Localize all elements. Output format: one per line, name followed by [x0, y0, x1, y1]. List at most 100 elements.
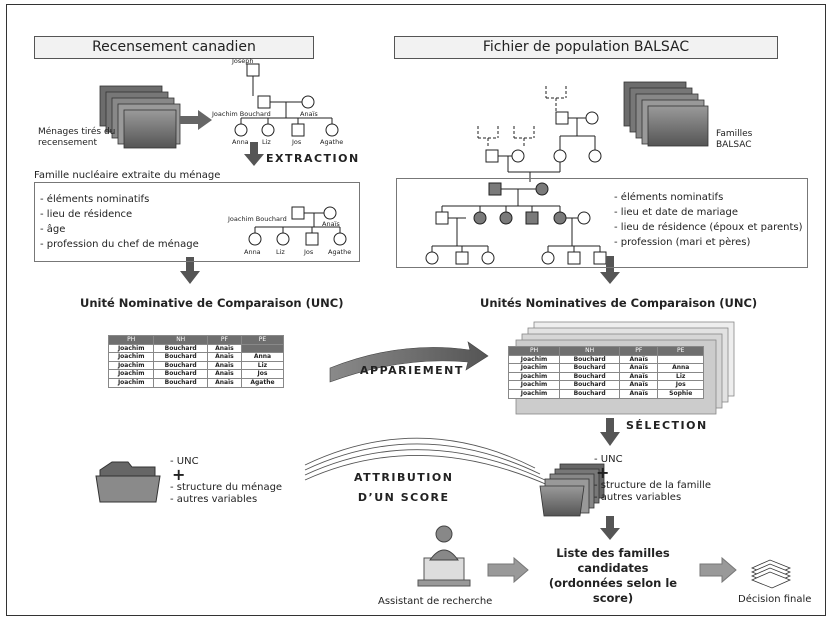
- candidates-arrow: [600, 516, 620, 540]
- balsac-folders: [623, 81, 709, 147]
- census-bottom-plus: +: [172, 465, 186, 484]
- table-row: Joachim Bouchard Anaïs Anna: [507, 363, 704, 373]
- table-row: Joachim Bouchard Anaïs Agathe: [107, 377, 285, 388]
- table-cell: Jos: [240, 369, 285, 379]
- balsac-header: Fichier de population BALSAC: [394, 36, 778, 59]
- table-row: Joachim Bouchard Anaïs Anna: [107, 352, 285, 362]
- census-bottom-others: - autres variables: [170, 494, 258, 505]
- census-household-folders: [99, 85, 181, 149]
- balsac-unc-col-pf: PF: [619, 346, 659, 356]
- selection-label: SÉLECTION: [626, 419, 708, 432]
- table-row: Joachim Bouchard Anaïs: [107, 343, 285, 354]
- table-cell: Anaïs: [619, 371, 659, 382]
- balsac-unc-arrow: [600, 256, 620, 284]
- score-arcs: [304, 437, 551, 487]
- tree-name-father: Joachim Bouchard: [212, 110, 271, 118]
- assistant-label: Assistant de recherche: [378, 596, 493, 607]
- box-tree-child-4: Agathe: [328, 248, 352, 256]
- balsac-bottom-plus: +: [596, 463, 610, 482]
- table-cell: Joachim: [107, 369, 155, 379]
- table-cell: Anna: [657, 363, 704, 373]
- census-unc-arrow: [180, 257, 200, 284]
- census-bottom-unc: - UNC: [170, 456, 199, 467]
- box-tree-mother: Anaïs: [322, 220, 340, 228]
- table-cell: Joachim: [507, 363, 561, 373]
- table-cell: Joachim: [107, 343, 155, 354]
- balsac-unc-col-ph: PH: [507, 346, 561, 356]
- balsac-item-1: - éléments nominatifs: [614, 192, 724, 203]
- table-cell: Liz: [657, 371, 704, 382]
- table-cell: Bouchard: [559, 371, 621, 382]
- census-family-box: [34, 182, 360, 262]
- table-cell: Jos: [657, 380, 704, 390]
- balsac-families-label: Familles BALSAC: [716, 129, 752, 151]
- balsac-unc-header-row: PH NH PF PE: [507, 346, 704, 356]
- table-cell: Anna: [240, 352, 285, 362]
- balsac-item-3: - lieu de résidence (époux et parents): [614, 222, 803, 233]
- balsac-unc-col-pe: PE: [657, 346, 704, 356]
- tree-name-child-4: Agathe: [320, 138, 344, 146]
- box-tree-child-3: Jos: [304, 248, 314, 256]
- box-tree-child-1: Anna: [244, 248, 261, 256]
- table-cell: Sophie: [657, 388, 704, 399]
- table-cell: Anaïs: [206, 360, 242, 371]
- table-row: Joachim Bouchard Anaïs: [507, 354, 704, 365]
- census-unc-title: Unité Nominative de Comparaison (UNC): [80, 296, 344, 310]
- candidates-line3: (ordonnées selon le score): [548, 576, 678, 605]
- selection-arrow: [600, 418, 620, 446]
- table-cell: Anaïs: [206, 369, 242, 379]
- tree-name-child-2: Liz: [262, 138, 271, 146]
- balsac-family-folders: [539, 463, 605, 517]
- table-cell: Joachim: [507, 380, 561, 390]
- assistant-icon: [417, 525, 471, 587]
- balsac-unc-col-nh: NH: [559, 346, 621, 356]
- census-box-tree: [248, 206, 347, 246]
- candidates-label: Liste des familles candidates (ordonnées…: [528, 546, 698, 606]
- table-cell: Joachim: [507, 388, 561, 399]
- table-cell: Anaïs: [619, 380, 659, 390]
- census-unc-col-ph: PH: [107, 335, 155, 345]
- decision-arrow: [699, 556, 737, 584]
- census-family-items: - éléments nominatifs - lieu de résidenc…: [40, 192, 199, 252]
- final-decision-label: Décision finale: [738, 594, 812, 605]
- balsac-families-line2: BALSAC: [716, 140, 752, 150]
- census-item-2: - lieu de résidence: [40, 209, 133, 220]
- balsac-unc-title: Unités Nominatives de Comparaison (UNC): [480, 296, 758, 310]
- family-box-title: Famille nucléaire extraite du ménage: [34, 170, 221, 181]
- table-row: Joachim Bouchard Anaïs Jos: [507, 380, 704, 390]
- census-header: Recensement canadien: [34, 36, 314, 59]
- census-unc-col-pf: PF: [206, 335, 242, 345]
- table-cell: Bouchard: [153, 377, 208, 388]
- table-cell: Bouchard: [559, 363, 621, 373]
- table-cell: Joachim: [507, 354, 561, 365]
- table-row: Joachim Bouchard Anaïs Jos: [107, 369, 285, 379]
- balsac-unc-table: PH NH PF PE Joachim Bouchard Anaïs Joach…: [507, 346, 704, 399]
- score-label-line1: ATTRIBUTION: [354, 471, 454, 484]
- census-bottom-structure: - structure du ménage: [170, 482, 283, 493]
- table-cell: Bouchard: [559, 380, 621, 390]
- table-cell: Bouchard: [153, 360, 208, 371]
- table-cell: Anaïs: [619, 388, 659, 399]
- households-label-line1: Ménages tirés du: [38, 127, 116, 137]
- tree-name-joseph: Joseph: [232, 57, 254, 65]
- score-label: ATTRIBUTION D’UN SCORE: [354, 468, 453, 508]
- balsac-box-tree: [425, 182, 607, 265]
- table-cell: Bouchard: [153, 343, 208, 354]
- table-cell: Bouchard: [153, 352, 208, 362]
- households-label: Ménages tirés du recensement: [38, 127, 118, 149]
- table-cell: Anaïs: [619, 363, 659, 373]
- balsac-upper-tree: [477, 86, 602, 182]
- table-cell: Bouchard: [559, 388, 621, 399]
- tree-name-mother: Anaïs: [300, 110, 318, 118]
- balsac-bottom-others: - autres variables: [594, 492, 682, 503]
- census-unc-table: PH NH PF PE Joachim Bouchard Anaïs Joach…: [107, 335, 285, 388]
- table-row: Joachim Bouchard Anaïs Liz: [507, 371, 704, 382]
- census-unc-col-pe: PE: [240, 335, 285, 345]
- table-cell: Agathe: [240, 377, 285, 388]
- box-tree-father: Joachim Bouchard: [228, 215, 287, 223]
- box-tree-child-2: Liz: [276, 248, 285, 256]
- balsac-bottom-items: - UNC + - structure de la famille - autr…: [594, 454, 711, 504]
- census-unc-col-nh: NH: [153, 335, 208, 345]
- tree-name-child-3: Jos: [292, 138, 302, 146]
